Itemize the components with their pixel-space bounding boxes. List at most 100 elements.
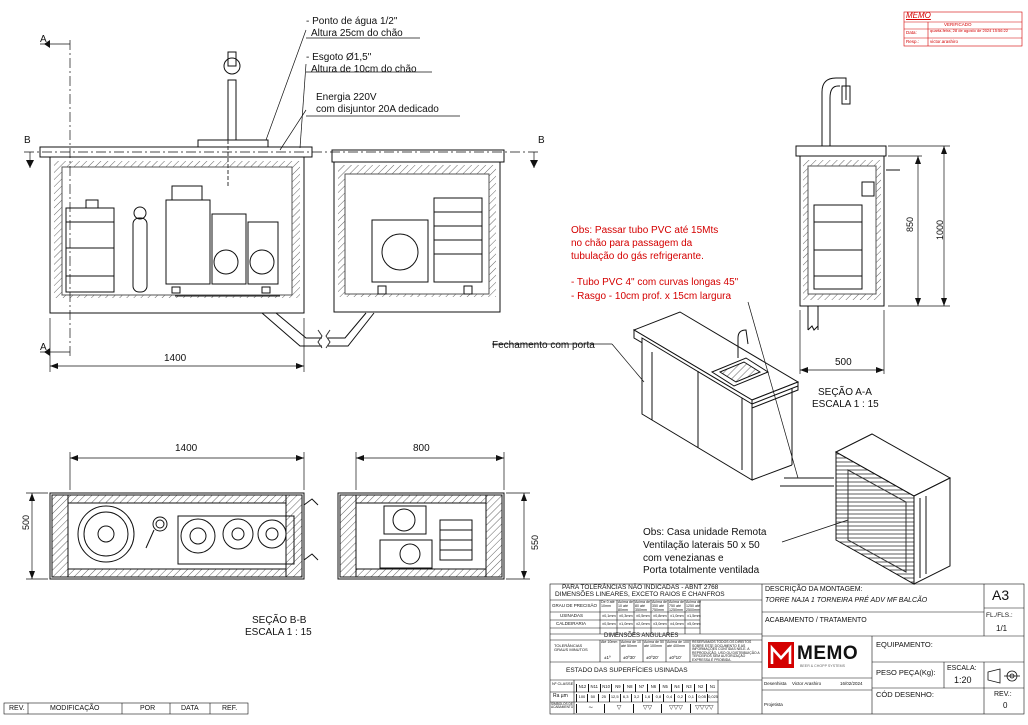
stamp-resp-label: Resp.: (906, 39, 920, 44)
stamp-resp-value: victor.arashiro (930, 39, 959, 44)
tol-caldeiraria-0: ±0,5mm (602, 622, 616, 626)
tol-usinadas-5: ±1,5mm (687, 614, 701, 618)
rev-value: 0 (1003, 701, 1008, 710)
ra-value-cell: 50 (586, 694, 598, 702)
drawer-label: Desenhista (764, 681, 787, 686)
code-label: CÓD DESENHO: (876, 690, 934, 699)
remote-unit-elevation (331, 149, 505, 313)
surface-class-cell: N4 (670, 684, 683, 692)
stamp-date-label: Data: (906, 30, 917, 35)
tol-caldeiraria-3: ±3,0mm (653, 622, 667, 626)
tol-usinadas-0: ±0,1mm (602, 614, 616, 618)
ra-value-cell: 0,1 (685, 694, 696, 702)
note-water-line-1: - Ponto de água 1/2" (306, 16, 398, 27)
ang-range-1: Acima de 10 até 50mm (621, 640, 641, 648)
closure-note: Fechamento com porta (492, 340, 595, 351)
section-bb-scale: ESCALA 1 : 15 (245, 627, 312, 638)
scale-value: 1:20 (954, 675, 972, 685)
section-mark-b-right: B (538, 135, 545, 146)
finish-label: ACABAMENTO / TRATAMENTO (765, 617, 867, 624)
tol-range-0: De 0 até 10mm (601, 600, 615, 608)
tol-title-2: DIMENSÕES LINEARES, EXCETO RAIOS E CHANF… (555, 591, 725, 598)
tol-usinadas-2: ±0,5mm (636, 614, 650, 618)
rev-col-ref: REF. (222, 705, 238, 712)
section-bb-title: SEÇÃO B-B (252, 615, 307, 626)
finish-symbol-cell: ▽ (604, 704, 632, 713)
drawer-name: Victor Arashiro (792, 681, 822, 686)
surface-title: ESTADO DAS SUPERFÍCIES USINADAS (566, 667, 688, 674)
remote-note-line-2: Ventilação laterais 50 x 50 (643, 540, 760, 551)
section-aa-scale: ESCALA 1 : 15 (812, 399, 879, 410)
dim-top-depth: 800 (413, 443, 430, 454)
tol-caldeiraria-1: ±1,0mm (619, 622, 633, 626)
surface-class-cell: N5 (658, 684, 671, 692)
pvc-tube-line-2: - Rasgo - 10cm prof. x 15cm largura (571, 291, 732, 302)
rev-col-rev: REV. (9, 705, 25, 712)
note-water-line-2: Altura 25cm do chão (311, 28, 403, 39)
ra-value-cell: 1,6 (641, 694, 653, 702)
dim-section-width: 500 (835, 357, 852, 368)
verification-stamp (903, 11, 1023, 47)
ang-range-0: Até 10mm (601, 640, 618, 644)
dim-top-width: 1400 (175, 443, 198, 454)
ang-val-2: ±0º20' (646, 655, 659, 660)
surface-class-label: Nº CLASSE (552, 681, 574, 686)
tol-range-1: Acima de 10 até 80mm (618, 600, 633, 612)
tol-caldeiraria-5: ±5,0mm (687, 622, 701, 626)
dim-section-1000: 1000 (935, 219, 945, 240)
tol-usinadas-label: USINADAS (560, 613, 584, 618)
remote-note-line-3: com venezianas e (643, 553, 724, 564)
drawing-date: 16/02/2024 (840, 681, 863, 686)
finish-symbol-cell: ▽▽▽ (661, 704, 689, 713)
surface-class-cell: N9 (611, 684, 623, 692)
note-drain-line-1: - Esgoto Ø1,5" (306, 52, 372, 63)
pvc-obs-line-2: no chão para passagem da (571, 238, 693, 249)
note-drain-line-2: Altura de 10cm do chão (311, 64, 417, 75)
section-bb-dimensions (26, 452, 530, 580)
surface-class-cell: N6 (646, 684, 659, 692)
section-mark-a-bottom: A (40, 342, 47, 353)
tol-range-2: Acima de 80 até 350mm (635, 600, 650, 612)
remote-note-line-1: Obs: Casa unidade Remota (643, 527, 767, 538)
tol-range-4: Acima de 750 até 1250mm (669, 600, 684, 612)
stamp-verified: VERIFICADO (944, 22, 972, 27)
finish-symbol-cell: ▽▽ (632, 704, 661, 713)
ang-val-0: ±1º (604, 655, 611, 660)
symbols-label: SÍMBOLOS DE ACABAMENTO (551, 702, 574, 710)
front-elevation (39, 51, 375, 349)
ang-range-2: Acima de 50 até 100mm (644, 640, 664, 648)
finish-symbol-cell: ∼ (576, 704, 604, 713)
dim-section-850: 850 (905, 216, 915, 232)
remote-note-line-4: Porta totalmente ventilada (643, 565, 760, 576)
surface-class-cell: N7 (635, 684, 647, 692)
scale-label: ESCALA: (947, 665, 977, 672)
tol-range-5: Acima de 1250 até 2500mm (686, 600, 701, 612)
dim-top-right-height: 550 (530, 534, 540, 550)
rev-col-date: DATA (181, 705, 199, 712)
project-label: Projetista (764, 702, 783, 707)
ra-value-cell: 0,025 (707, 694, 718, 702)
stamp-date-value: quarta-feira, 28 de agosto de 2024 15:56… (930, 28, 1009, 33)
ra-value-cell: 0,05 (696, 694, 707, 702)
dim-front-width: 1400 (164, 353, 187, 364)
rights-notice: RESERVAMOS TODOS OS DIREITOS SOBRE ESTE … (692, 640, 760, 662)
tol-usinadas-4: ±1,0mm (670, 614, 684, 618)
tol-usinadas-1: ±0,3mm (619, 614, 633, 618)
ra-value-cell: 0,8 (652, 694, 663, 702)
surface-class-cell: N12 (576, 684, 588, 692)
surface-class-cell: N3 (682, 684, 694, 692)
pvc-tube-line-1: - Tubo PVC 4" com curvas longas 45" (571, 277, 739, 288)
stamp-brand: MEMO (906, 11, 931, 20)
ang-val-1: ±0º30' (623, 655, 636, 660)
counter-3d-view (632, 311, 834, 487)
desc-value: TORRE NAJA 1 TORNEIRA PRÉ ADV MF BALCÃO (765, 597, 928, 604)
equip-label: EQUIPAMENTO: (876, 640, 933, 649)
remote-unit-3d (834, 433, 952, 585)
surface-class-cell: N2 (694, 684, 706, 692)
dim-top-left-height: 500 (21, 514, 31, 530)
ra-value-cell: 100 (576, 694, 587, 702)
ang-val-3: ±0º10' (669, 655, 682, 660)
